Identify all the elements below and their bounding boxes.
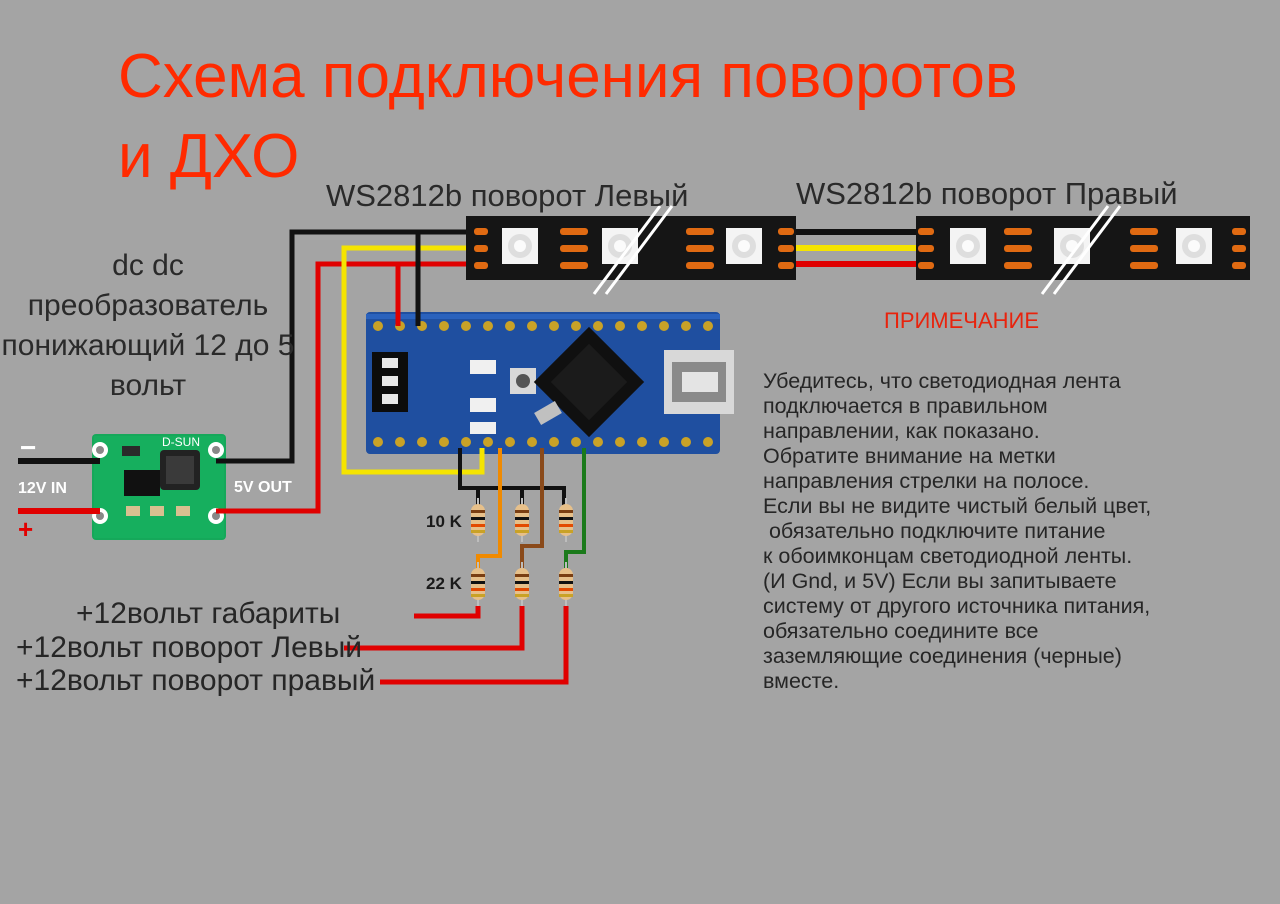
- note-line: к обоимконцам светодиодной ленты.: [763, 544, 1133, 568]
- title-line-2: и ДХО: [118, 122, 300, 191]
- resistor-22k: [470, 561, 486, 607]
- note-line: Если вы не видите чистый белый цвет,: [763, 494, 1152, 518]
- note-line: направления стрелки на полосе.: [763, 469, 1090, 493]
- plus-sign: +: [18, 514, 34, 544]
- dcdc-label: dc dc преобразователь понижающий 12 до 5…: [1, 249, 295, 402]
- note-line: Убедитесь, что светодиодная лента: [763, 369, 1121, 393]
- strip-left-label: WS2812b поворот Левый: [326, 178, 689, 213]
- output-5v-label: 5V OUT: [234, 479, 292, 496]
- led-pixel: [726, 228, 762, 264]
- minus-sign: −: [20, 432, 37, 463]
- note-line: Обратите внимание на метки: [763, 444, 1056, 468]
- note-line: обязательно подключите питание: [763, 519, 1106, 543]
- resistor-10k: [470, 497, 486, 543]
- note-line: обязательно соедините все: [763, 619, 1039, 643]
- led-pixel: [950, 228, 986, 264]
- note-line: систему от другого источника питания,: [763, 594, 1151, 618]
- resistor-10k: [514, 497, 530, 543]
- input-parking-label: +12вольт габариты: [76, 597, 341, 630]
- note-line: подключается в правильном: [763, 394, 1048, 418]
- note-text: Убедитесь, что светодиодная лента подклю…: [763, 369, 1273, 694]
- resistor-22k: [514, 561, 530, 607]
- led-pixel: [1176, 228, 1212, 264]
- note-line: вместе.: [763, 669, 840, 693]
- title-line-1: Схема подключения поворотов: [118, 42, 1018, 111]
- strip-right-label: WS2812b поворот Правый: [796, 176, 1178, 211]
- note-line: направлении, как показано.: [763, 419, 1040, 443]
- resistor-22k: [558, 561, 574, 607]
- resistor-22k-label: 22 K: [426, 574, 462, 593]
- resistor-10k-label: 10 K: [426, 512, 462, 531]
- led-pixel: [1054, 228, 1090, 264]
- dcdc-board-text: D-SUN: [162, 435, 200, 449]
- input-left-label: +12вольт поворот Левый: [16, 631, 363, 664]
- input-right-label: +12вольт поворот правый: [16, 664, 376, 697]
- note-title: ПРИМЕЧАНИЕ: [884, 308, 1040, 333]
- led-pixel: [502, 228, 538, 264]
- note-line: (И Gnd, и 5V) Если вы запитываете: [763, 569, 1117, 593]
- input-12v-label: 12V IN: [18, 480, 67, 497]
- resistor-10k: [558, 497, 574, 543]
- note-line: заземляющие соединения (черные): [763, 644, 1122, 668]
